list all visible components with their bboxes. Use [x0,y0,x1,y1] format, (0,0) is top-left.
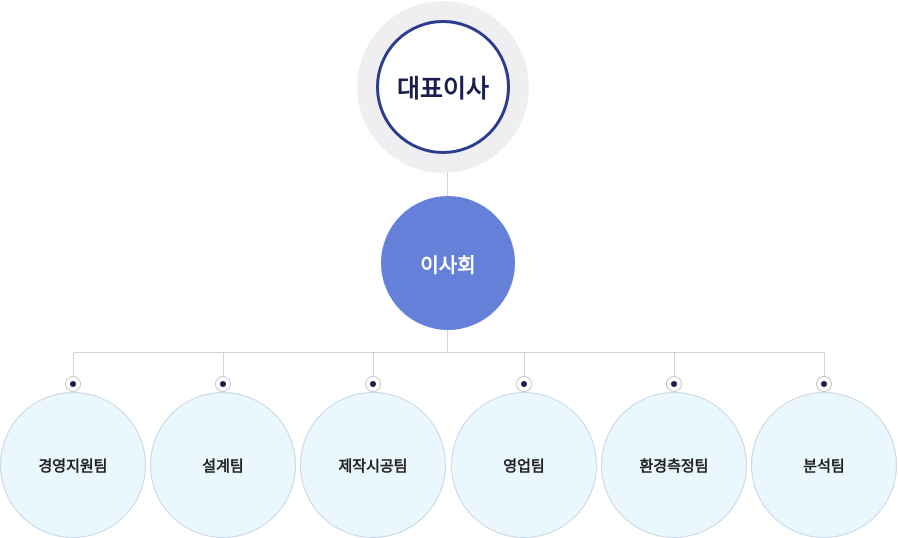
board-node: 이사회 [381,196,515,330]
junction-dot-1 [65,376,81,392]
team-node-sales: 영업팀 [451,392,597,538]
team-label: 설계팀 [202,456,244,475]
team-label: 환경측정팀 [639,456,709,475]
team-label: 영업팀 [503,456,545,475]
team-label: 경영지원팀 [38,456,108,475]
board-label: 이사회 [420,252,476,277]
team-node-construction: 제작시공팀 [300,392,446,538]
team-node-management-support: 경영지원팀 [0,392,146,538]
connector-ceo-board [447,150,448,196]
team-node-design: 설계팀 [150,392,296,538]
ceo-label: 대표이사 [396,74,489,103]
connector-horizontal-bus [73,352,824,353]
junction-dot-4 [516,376,532,392]
connector-team-2 [223,352,224,376]
team-label: 제작시공팀 [338,456,408,475]
team-node-analysis: 분석팀 [751,392,897,538]
connector-team-5 [674,352,675,376]
junction-dot-2 [215,376,231,392]
junction-dot-6 [816,376,832,392]
team-node-environment-measurement: 환경측정팀 [601,392,747,538]
connector-team-3 [373,352,374,376]
connector-team-4 [524,352,525,376]
connector-board-bus [447,330,448,352]
connector-team-6 [824,352,825,376]
connector-team-1 [73,352,74,376]
junction-dot-5 [666,376,682,392]
team-label: 분석팀 [803,456,845,475]
ceo-node: 대표이사 [376,20,510,154]
junction-dot-3 [365,376,381,392]
